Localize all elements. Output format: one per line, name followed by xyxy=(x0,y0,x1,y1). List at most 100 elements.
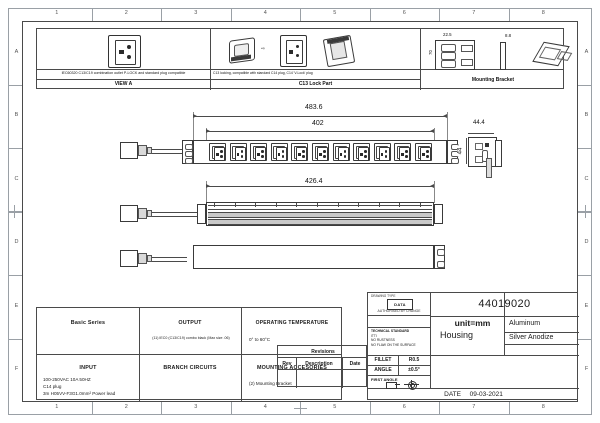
zone-label-5: 5 xyxy=(333,10,337,16)
zone-label-C: C xyxy=(14,175,19,182)
spec-head-mounting-accessories: MOUNTING ACCESORIES xyxy=(256,365,328,371)
zone-label-6: 6 xyxy=(402,404,406,410)
zone-label-B: B xyxy=(584,112,589,119)
dim-arrow-left-402 xyxy=(206,129,210,133)
rail-tick xyxy=(399,203,401,207)
pdu-rail-bar-low xyxy=(208,219,432,225)
zone-label-D: D xyxy=(584,239,589,246)
ext-line-left-402 xyxy=(206,128,207,144)
c14-vlock-plug-pictorial xyxy=(227,36,257,64)
bracket-width-dim: 22.5 xyxy=(441,32,454,37)
zone-label-B: B xyxy=(14,112,19,119)
zone-label-3: 3 xyxy=(194,10,198,16)
zone-tick xyxy=(91,8,93,21)
zone-tick xyxy=(578,148,592,149)
technical-standard-line: NO FLAW ON THE SURFACE xyxy=(371,342,416,347)
zone-label-D: D xyxy=(14,239,19,246)
spec-col-divider-1 xyxy=(139,308,140,401)
pdu-rear-ear-right xyxy=(434,204,443,224)
outlet-socket xyxy=(270,143,288,161)
zone-label-F: F xyxy=(584,366,589,373)
drawing-type-label: DRAWING TYPE xyxy=(371,294,396,298)
socket-face-icon xyxy=(337,147,349,161)
zone-label-7: 7 xyxy=(472,404,476,410)
spec-body-mounting-accessories: (2) Mounting Bracket xyxy=(249,381,292,386)
tb-h-3 xyxy=(368,355,430,356)
zone-label-C: C xyxy=(584,175,589,182)
bracket-front-view xyxy=(435,40,475,70)
zone-label-1: 1 xyxy=(55,404,59,410)
centering-mark-top xyxy=(300,8,301,21)
rev-col-divider-2 xyxy=(342,357,343,388)
zone-tick xyxy=(230,402,232,415)
panel2-title: C13 Lock Part xyxy=(298,81,333,87)
ext-line-left-483 xyxy=(193,112,194,140)
tb-h-8 xyxy=(504,344,579,345)
rail-tick xyxy=(358,203,360,207)
panel1-caption: IEC60320 C13/C19 combination outlet P-LO… xyxy=(61,71,186,75)
sheet-inner-border xyxy=(22,21,578,402)
rev-col-date: Date xyxy=(349,361,361,367)
outlet-socket xyxy=(415,143,432,161)
tb-h-10 xyxy=(368,388,579,389)
zone-label-4: 4 xyxy=(263,404,267,410)
socket-face-icon xyxy=(317,147,328,161)
strip-divider-2 xyxy=(420,29,421,90)
pdu-bottom-chassis xyxy=(193,245,434,269)
angle-label: ANGLE xyxy=(374,367,392,373)
ext-line-right-402 xyxy=(434,128,435,144)
rev-title-rule xyxy=(278,357,366,358)
rail-tick xyxy=(296,203,298,207)
ext-line-right-483 xyxy=(447,112,448,140)
outlet-socket xyxy=(229,143,247,161)
zone-tick xyxy=(8,338,22,340)
socket-face-icon xyxy=(275,147,287,161)
panel3-title: Mounting Bracket xyxy=(471,77,515,83)
zone-label-1: 1 xyxy=(55,10,59,16)
socket-face-icon xyxy=(214,147,225,161)
angle-value: ±0.5° xyxy=(408,367,420,373)
tb-h-7 xyxy=(504,332,579,333)
zone-tick xyxy=(161,402,162,415)
fillet-value: R0.5 xyxy=(408,357,420,363)
rev-col-divider-1 xyxy=(296,357,297,388)
outlet-socket xyxy=(291,143,309,161)
centering-mark-left-v xyxy=(14,205,15,218)
tb-h-9 xyxy=(430,355,579,356)
socket-face-icon xyxy=(358,147,370,161)
bracket-side-view xyxy=(500,42,506,70)
revisions-title: Revisions xyxy=(311,349,335,355)
outlet-face-view-a xyxy=(108,35,141,68)
rev-header-rule xyxy=(278,369,366,370)
pdu-rear-ear-left xyxy=(197,204,206,224)
zone-label-2: 2 xyxy=(124,404,128,410)
dim-overall-length: 483.6 xyxy=(303,104,325,111)
technical-standard-line: ITTI xyxy=(371,334,377,338)
dim-line-426 xyxy=(206,186,434,187)
spec-row-divider xyxy=(37,354,341,355)
side-view-body xyxy=(468,137,497,167)
dim-body-length: 426.4 xyxy=(303,178,325,185)
socket-face-icon xyxy=(255,147,267,161)
outlet-socket xyxy=(312,143,329,161)
tb-h-4 xyxy=(368,365,430,366)
strip-title-rule xyxy=(37,79,420,80)
tb-vert-2 xyxy=(504,293,505,355)
arrow-icon: ⇨ xyxy=(261,46,266,52)
zone-label-7: 7 xyxy=(472,10,476,16)
zone-tick xyxy=(578,275,592,276)
zone-tick xyxy=(230,8,232,21)
bracket-thickness-dim: 8.8 xyxy=(503,33,514,38)
rail-tick xyxy=(214,203,215,207)
spec-head-output: OUTPUT xyxy=(178,320,202,326)
zone-label-4: 4 xyxy=(263,10,267,16)
dim-arrow-right-426 xyxy=(430,184,434,188)
rail-tick xyxy=(420,203,421,207)
dim-line-side-height xyxy=(466,138,467,164)
socket-face-icon xyxy=(234,147,246,161)
socket-face-icon xyxy=(420,147,431,161)
finish-value: Silver Anodize xyxy=(509,334,554,341)
rev-col-rev: Rev xyxy=(282,361,292,367)
outlet-socket xyxy=(373,143,391,161)
zone-tick xyxy=(369,8,371,21)
